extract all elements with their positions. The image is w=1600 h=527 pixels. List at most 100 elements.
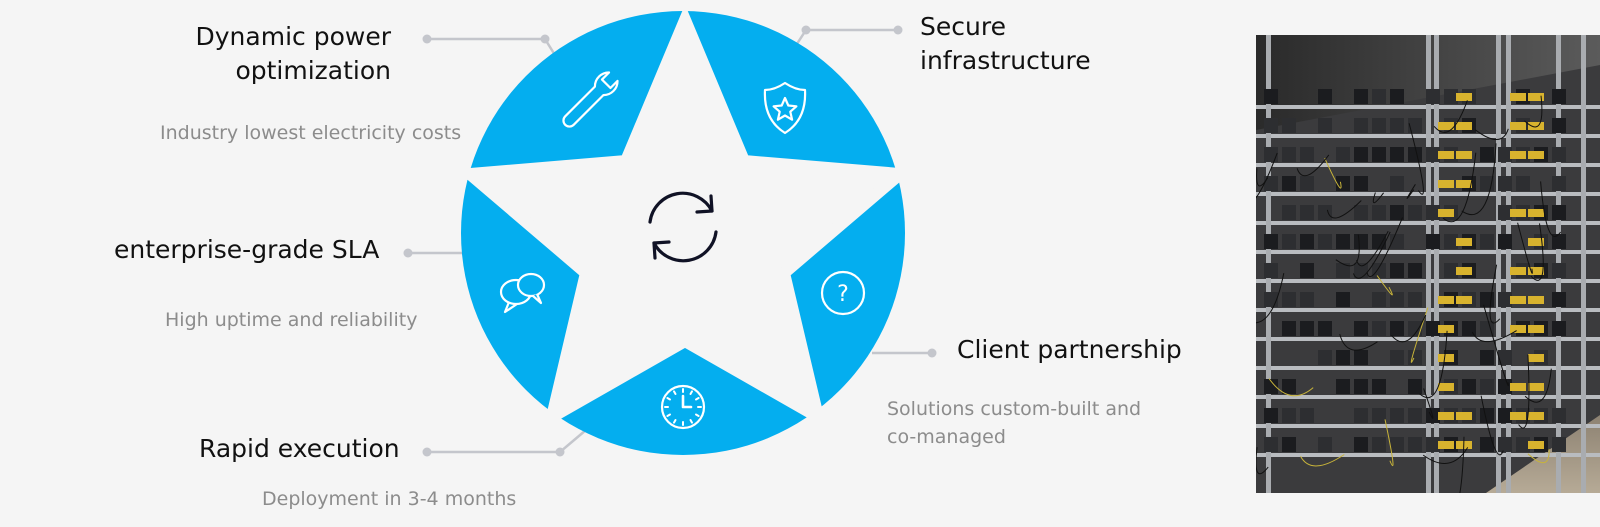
refresh-cycle-icon: [648, 191, 718, 263]
miner-unit: [1264, 263, 1278, 278]
miner-unit: [1390, 292, 1404, 307]
power-distribution-unit: [1510, 383, 1526, 391]
power-distribution-unit: [1528, 354, 1544, 362]
miner-unit: [1372, 292, 1386, 307]
miner-unit: [1408, 321, 1422, 336]
power-distribution-unit: [1528, 412, 1544, 420]
power-distribution-unit: [1456, 151, 1472, 159]
cable: [1406, 184, 1416, 199]
power-distribution-unit: [1510, 209, 1526, 217]
connector-dots: [403, 25, 937, 457]
miner-unit: [1480, 350, 1494, 365]
miner-unit: [1408, 292, 1422, 307]
power-distribution-unit: [1438, 383, 1454, 391]
miner-unit: [1480, 147, 1494, 162]
miner-unit: [1354, 263, 1368, 278]
miner-unit: [1354, 147, 1368, 162]
miner-unit: [1390, 263, 1404, 278]
cable: [1459, 436, 1465, 493]
miner-unit: [1372, 379, 1386, 394]
cable: [1540, 181, 1562, 237]
miner-unit: [1426, 408, 1440, 423]
power-distribution-unit: [1510, 325, 1526, 333]
miner-unit: [1498, 408, 1512, 423]
miner-unit: [1372, 408, 1386, 423]
miner-unit: [1552, 176, 1566, 191]
miner-unit: [1390, 147, 1404, 162]
miner-unit: [1408, 263, 1422, 278]
power-distribution-unit: [1438, 180, 1454, 188]
miner-unit: [1390, 350, 1404, 365]
miner-unit: [1336, 350, 1350, 365]
star-shape: [455, 4, 915, 430]
power-distribution-unit: [1528, 383, 1544, 391]
connector-dot: [927, 348, 937, 358]
miner-unit: [1552, 437, 1566, 452]
miner-unit: [1390, 437, 1404, 452]
power-distribution-unit: [1528, 325, 1544, 333]
miner-unit: [1426, 147, 1440, 162]
cable: [1296, 154, 1330, 177]
feature-secure-title-line2: infrastructure: [920, 46, 1091, 75]
miner-unit: [1552, 234, 1566, 249]
cable: [1326, 200, 1362, 219]
miner-unit: [1498, 350, 1512, 365]
miner-unit: [1354, 379, 1368, 394]
power-distribution-unit: [1438, 325, 1454, 333]
power-distribution-unit: [1528, 441, 1544, 449]
miner-unit: [1354, 89, 1368, 104]
miner-unit: [1300, 234, 1314, 249]
feature-execution-title: Rapid execution: [199, 434, 400, 463]
miner-unit: [1390, 89, 1404, 104]
cable: [1517, 222, 1533, 274]
miner-unit: [1444, 263, 1458, 278]
miner-unit: [1354, 408, 1368, 423]
rack-post: [1434, 35, 1439, 493]
server-racks-photo: [1256, 35, 1600, 493]
cable: [1391, 314, 1427, 343]
miner-unit: [1354, 321, 1368, 336]
rack-post: [1506, 35, 1511, 493]
cable: [1268, 378, 1314, 397]
miner-unit: [1408, 437, 1422, 452]
miner-unit: [1300, 408, 1314, 423]
miner-unit: [1480, 234, 1494, 249]
power-distribution-unit: [1510, 151, 1526, 159]
miner-unit: [1552, 147, 1566, 162]
cable: [1300, 454, 1345, 467]
miner-unit: [1444, 89, 1458, 104]
rack-post: [1581, 35, 1586, 493]
cable: [1483, 304, 1509, 387]
connector-dot: [801, 25, 811, 35]
miner-unit: [1552, 263, 1566, 278]
miner-unit: [1372, 437, 1386, 452]
connector-dot: [540, 34, 550, 44]
miner-unit: [1336, 234, 1350, 249]
miner-unit: [1480, 437, 1494, 452]
miner-unit: [1354, 437, 1368, 452]
miner-unit: [1552, 89, 1566, 104]
miner-unit: [1318, 437, 1332, 452]
feature-sla-subtitle: High uptime and reliability: [165, 309, 418, 331]
miner-unit: [1516, 437, 1530, 452]
miner-unit: [1498, 292, 1512, 307]
feature-sla-title: enterprise-grade SLA: [114, 235, 380, 264]
miner-unit: [1282, 292, 1296, 307]
miner-unit: [1426, 205, 1440, 220]
power-distribution-unit: [1456, 267, 1472, 275]
feature-partnership-subtitle: Solutions custom-built and co-managed: [887, 395, 1141, 451]
connector-dot: [422, 447, 432, 457]
miner-unit: [1318, 321, 1332, 336]
miner-unit: [1390, 321, 1404, 336]
cable: [1524, 95, 1543, 128]
connector-dot: [422, 34, 432, 44]
feature-execution-subtitle: Deployment in 3-4 months: [262, 488, 517, 510]
miner-unit: [1318, 89, 1332, 104]
miner-unit: [1390, 176, 1404, 191]
miner-unit: [1498, 379, 1512, 394]
power-distribution-unit: [1456, 412, 1472, 420]
miner-unit: [1354, 118, 1368, 133]
feature-power-title-line2: optimization: [235, 56, 391, 85]
power-distribution-unit: [1528, 267, 1544, 275]
miner-unit: [1372, 234, 1386, 249]
